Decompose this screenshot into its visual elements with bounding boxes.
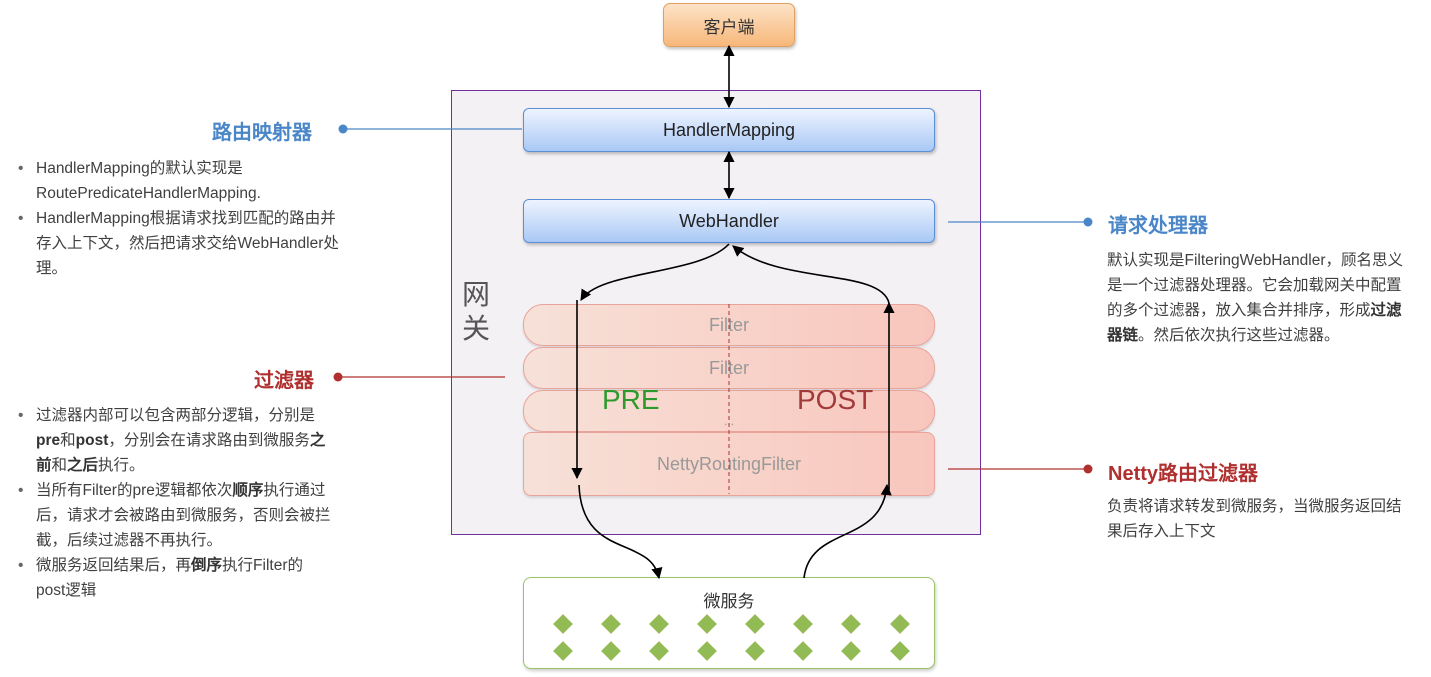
client-label: 客户端 — [703, 17, 755, 37]
pre-flow-top-curve — [580, 243, 730, 301]
route-mapper-dot — [338, 124, 348, 134]
handler-mapping-label: HandlerMapping — [662, 119, 796, 140]
filter-section-title: 过滤器 — [254, 370, 314, 392]
web-handler-box[interactable]: WebHandler — [523, 199, 935, 243]
request-handler-title: 请求处理器 — [1108, 215, 1208, 237]
desc-bold: 过滤器链 — [1107, 302, 1402, 344]
post-flow-top-curve — [732, 245, 890, 304]
gateway-label: 网关 — [462, 279, 493, 344]
netty-filter-dot — [1083, 464, 1093, 474]
pre-label: PRE — [602, 384, 660, 415]
filter-bullet: 当所有Filter的pre逻辑都依次顺序执行通过后，请求才会被路由到微服务，否则… — [12, 478, 332, 553]
netty-routing-filter-label: NettyRoutingFilter — [656, 453, 802, 474]
netty-routing-filter-bar[interactable]: NettyRoutingFilter — [523, 432, 935, 496]
route-mapper-bullet: HandlerMapping根据请求找到匹配的路由并存入上下文，然后把请求交给W… — [12, 206, 347, 281]
route-mapper-title: 路由映射器 — [212, 122, 312, 144]
route-mapper-bullet: HandlerMapping的默认实现是RoutePredicateHandle… — [12, 156, 347, 206]
post-flow-bottom-curve — [803, 483, 892, 579]
filter-ellipsis: ... — [723, 414, 734, 428]
filter-bullet: 微服务返回结果后，再倒序执行Filter的post逻辑 — [12, 553, 332, 603]
filter-label: Filter — [709, 314, 749, 335]
desc-text: 。然后依次执行这些过滤器。 — [1138, 327, 1340, 344]
microservice-label: 微服务 — [703, 592, 755, 611]
pre-flow-bottom-curve — [578, 484, 663, 580]
request-handler-desc: 默认实现是FilteringWebHandler，顾名思义是一个过滤器处理器。它… — [1107, 248, 1412, 348]
filter-dot — [333, 372, 343, 382]
post-label: POST — [797, 384, 874, 415]
netty-filter-title: Netty路由过滤器 — [1108, 463, 1259, 485]
request-handler-dot — [1083, 217, 1093, 227]
filter-section-bullets: 过滤器内部可以包含两部分逻辑，分别是pre和post，分别会在请求路由到微服务之… — [12, 403, 332, 603]
route-mapper-bullets: HandlerMapping的默认实现是RoutePredicateHandle… — [12, 156, 347, 281]
desc-text: 默认实现是FilteringWebHandler，顾名思义是一个过滤器处理器。它… — [1107, 252, 1403, 319]
web-handler-label: WebHandler — [679, 210, 779, 231]
client-box[interactable]: 客户端 — [663, 3, 795, 47]
netty-filter-desc: 负责将请求转发到微服务，当微服务返回结果后存入上下文 — [1107, 498, 1402, 540]
filter-bullet: 过滤器内部可以包含两部分逻辑，分别是pre和post，分别会在请求路由到微服务之… — [12, 403, 332, 478]
microservice-box[interactable] — [523, 577, 935, 669]
